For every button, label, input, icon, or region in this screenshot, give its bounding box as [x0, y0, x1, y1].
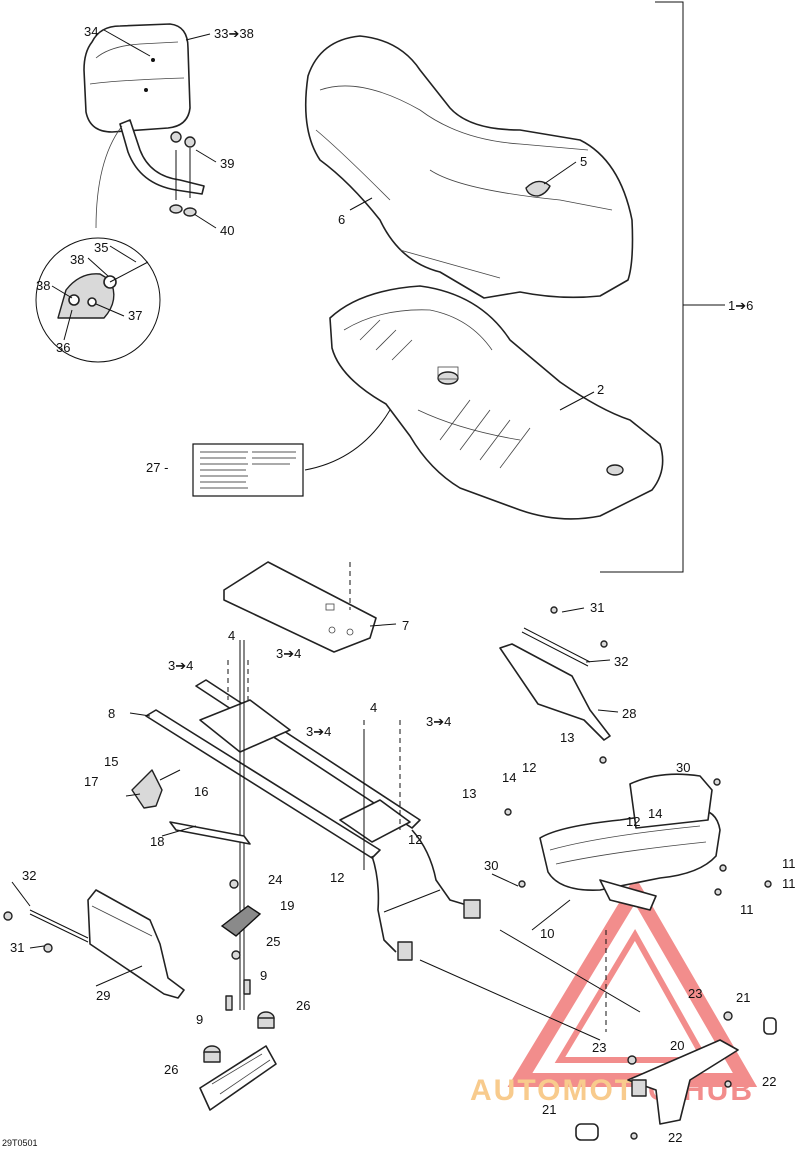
callout-31b: 31 — [10, 940, 24, 955]
rack-10 — [539, 808, 721, 891]
callout-8: 8 — [108, 706, 115, 721]
callout-23a: 23 — [688, 986, 702, 1001]
callout-38b: 38 — [36, 278, 50, 293]
callout-12a: 12 — [522, 760, 536, 775]
backrest-cushion — [83, 23, 191, 133]
callout-3-4c: 3➔4 — [306, 724, 331, 739]
seat-base — [329, 285, 664, 520]
callout-13b: 13 — [462, 786, 476, 801]
callout-10: 10 — [540, 926, 554, 941]
callout-11a: 11 — [782, 856, 796, 871]
footrest-assembly — [199, 879, 277, 1111]
callout-4b: 4 — [370, 700, 377, 715]
callout-25: 25 — [266, 934, 280, 949]
explode-lines — [227, 660, 607, 1032]
assembly-bracket — [600, 1, 725, 573]
callout-11b: 11 — [782, 876, 796, 891]
callout-19: 19 — [280, 898, 294, 913]
watermark: AUTOMOT O HUB — [470, 876, 758, 1107]
callout-9b: 9 — [260, 968, 267, 983]
mudflap-right — [499, 606, 611, 741]
callout-14b: 14 — [648, 806, 662, 821]
callout-26a: 26 — [296, 998, 310, 1013]
seat-pad — [223, 561, 377, 653]
callout-17: 17 — [84, 774, 98, 789]
rear-bracket-20 — [627, 1039, 739, 1125]
callout-12b: 12 — [626, 814, 640, 829]
bracket-15 — [131, 769, 163, 809]
seat-emblem — [525, 180, 551, 197]
callout-1-6: 1➔6 — [728, 298, 753, 313]
mudflap-29 — [87, 889, 185, 999]
callout-6: 6 — [338, 212, 345, 227]
rear-bracket — [419, 929, 777, 1141]
callout-33-38: 33➔38 — [214, 26, 254, 41]
callout-13a: 13 — [560, 730, 574, 745]
callout-2: 2 — [597, 382, 604, 397]
callout-30a: 30 — [676, 760, 690, 775]
callout-26b: 26 — [164, 1062, 178, 1077]
callout-38a: 38 — [70, 252, 84, 267]
callout-3-4b: 3➔4 — [276, 646, 301, 661]
pad-panel — [223, 561, 377, 653]
watermark-text-c: HUB — [683, 1074, 754, 1107]
bracket-15-18 — [125, 769, 251, 845]
seat-cushion — [304, 35, 634, 299]
callout-21b: 21 — [542, 1102, 556, 1117]
callout-9a: 9 — [196, 1012, 203, 1027]
callout-27: 27 - — [146, 460, 168, 475]
callout-32b: 32 — [22, 868, 36, 883]
callout-24: 24 — [268, 872, 282, 887]
backrest-bracket — [119, 119, 205, 195]
callout-4a: 4 — [228, 628, 235, 643]
callout-14a: 14 — [502, 770, 516, 785]
callout-28: 28 — [622, 706, 636, 721]
backrest-assembly — [35, 23, 205, 363]
watermark-text-a: AUTOMOT — [470, 1074, 635, 1107]
callout-5: 5 — [580, 154, 587, 169]
callout-11c: 11 — [740, 902, 754, 917]
seat-assembly — [304, 35, 664, 520]
callout-3-4d: 3➔4 — [426, 714, 451, 729]
callout-29: 29 — [96, 988, 110, 1003]
callout-39: 39 — [220, 156, 234, 171]
mudflap-28 — [499, 643, 611, 741]
callout-32a: 32 — [614, 654, 628, 669]
mudflap-left — [3, 889, 185, 999]
diagram-reference: 29T0501 — [2, 1138, 38, 1148]
frame-assembly — [145, 640, 481, 1010]
callout-36: 36 — [56, 340, 70, 355]
callout-21a: 21 — [736, 990, 750, 1005]
callout-12c: 12 — [408, 832, 422, 847]
callout-15: 15 — [104, 754, 118, 769]
callout-7: 7 — [402, 618, 409, 633]
callout-23b: 23 — [592, 1040, 606, 1055]
rear-rack — [504, 756, 772, 911]
callout-labels: 1➔6 2 5 6 7 8 27 - 33➔38 34 35 36 37 38 … — [2, 24, 796, 1148]
callout-40: 40 — [220, 223, 234, 238]
callout-12d: 12 — [330, 870, 344, 885]
callout-35: 35 — [94, 240, 108, 255]
footrest-rail — [199, 1045, 277, 1111]
callout-31a: 31 — [590, 600, 604, 615]
callout-37: 37 — [128, 308, 142, 323]
frame-rail-lower — [145, 709, 381, 859]
callout-22a: 22 — [762, 1074, 776, 1089]
leader-lines — [11, 29, 619, 987]
callout-34: 34 — [84, 24, 98, 39]
callout-3-4a: 3➔4 — [168, 658, 193, 673]
callout-20: 20 — [670, 1038, 684, 1053]
callout-30b: 30 — [484, 858, 498, 873]
footrest-pedal — [220, 905, 262, 937]
warning-label — [192, 409, 391, 497]
callout-16: 16 — [194, 784, 208, 799]
callout-22b: 22 — [668, 1130, 682, 1145]
callout-18: 18 — [150, 834, 164, 849]
